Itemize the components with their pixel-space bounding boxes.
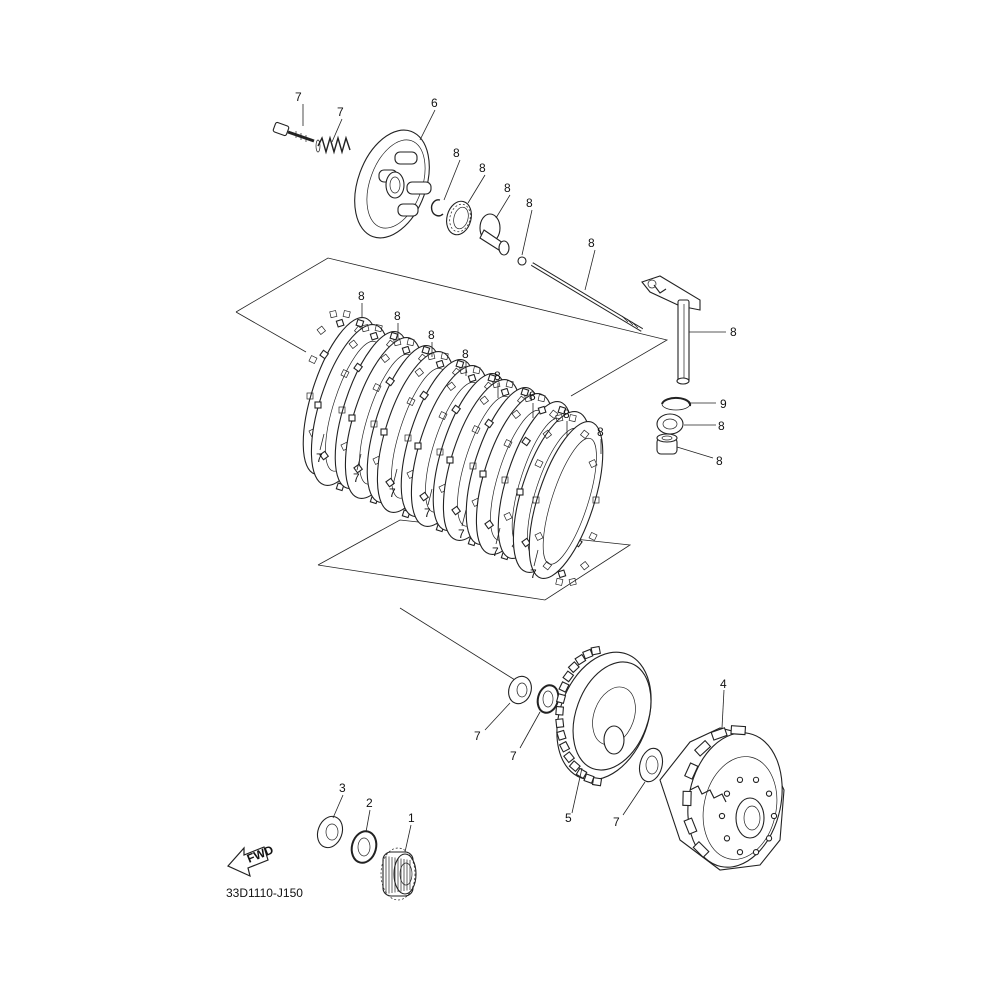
callout-7: 7 [353, 471, 360, 485]
clutch-boss-part-5 [555, 645, 652, 787]
callout-14: 8 [504, 181, 511, 195]
callout-6: 6 [431, 96, 438, 110]
callout-18: 8 [588, 236, 595, 250]
callout-7: 7 [530, 567, 537, 581]
washer-part-2 [350, 830, 378, 864]
drive-gear-part-1 [380, 847, 417, 901]
callout-8: 8 [494, 369, 501, 383]
callout-7: 7 [492, 545, 499, 559]
callout-8: 8 [358, 289, 365, 303]
callout-7: 7 [458, 527, 465, 541]
bolt-part-10 [272, 121, 315, 143]
spring-part-9 [315, 135, 351, 155]
collar-part-3 [316, 815, 344, 849]
callout-2: 2 [366, 796, 373, 810]
ball-part-17 [517, 256, 527, 266]
callout-7: 7 [316, 451, 323, 465]
callout-10: 7 [295, 90, 302, 104]
callout-3: 3 [339, 781, 346, 795]
callout-12: 7 [510, 749, 517, 763]
callout-13: 7 [474, 729, 481, 743]
callout-11: 7 [613, 815, 620, 829]
callout-8: 8 [597, 425, 604, 439]
drawing-code: 33D1110-J150 [226, 886, 303, 900]
nut-part-13 [508, 675, 532, 705]
assembly-axis-line [399, 607, 516, 681]
callout-19: 8 [730, 325, 737, 339]
callout-20: 8 [716, 454, 723, 468]
callout-15: 8 [479, 161, 486, 175]
callout-8: 8 [428, 328, 435, 342]
callout-1: 1 [408, 811, 415, 825]
plate-callout-labels: 8 8 8 8 8 8 8 8 7 7 7 7 7 7 7 [316, 289, 604, 581]
plate-group-frame [235, 257, 669, 601]
leader-lines [302, 104, 726, 853]
callout-7: 7 [424, 506, 431, 520]
callout-8: 8 [563, 407, 570, 421]
thrust-washer-part-11 [638, 747, 664, 783]
callout-5: 5 [565, 811, 572, 825]
bearing-part-15 [446, 200, 472, 236]
callout-labels: 7 7 6 8 8 8 8 8 8 9 8 8 4 5 7 7 7 3 2 1 [295, 90, 737, 829]
pressure-plate-part-6 [354, 129, 432, 239]
circlip-part-22 [661, 396, 692, 411]
callout-8: 8 [394, 309, 401, 323]
push-rod-part-14 [479, 213, 510, 256]
clutch-housing-part-4 [659, 725, 785, 871]
push-rod-part-18 [530, 262, 644, 332]
steel-plate [528, 414, 604, 586]
push-lever-shaft-part-19 [641, 275, 701, 385]
callout-8: 8 [529, 389, 536, 403]
oil-seal-part-21 [656, 413, 684, 435]
clutch-plate-stack [302, 310, 604, 586]
callout-17: 8 [526, 196, 533, 210]
fwd-direction-arrow-icon: FWD [227, 842, 276, 878]
callout-21: 8 [718, 419, 725, 433]
callout-8: 8 [462, 347, 469, 361]
callout-16: 8 [453, 146, 460, 160]
callout-22: 9 [720, 397, 727, 411]
bushing-part-20 [656, 433, 678, 455]
circlip-part-16 [430, 199, 444, 217]
callout-4: 4 [720, 677, 727, 691]
callout-7: 7 [389, 486, 396, 500]
callout-9: 7 [337, 105, 344, 119]
